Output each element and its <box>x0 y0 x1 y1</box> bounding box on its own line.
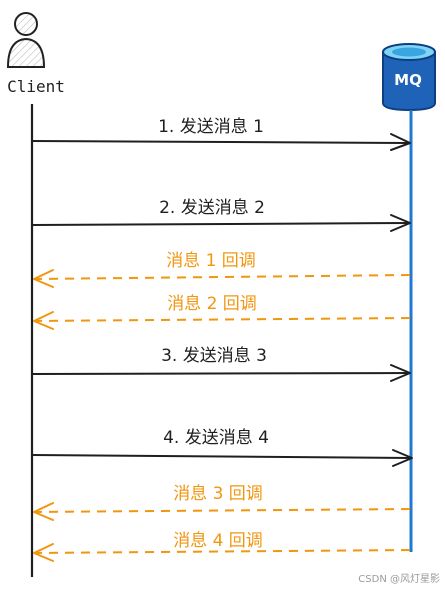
callback-arrow-3 <box>33 502 411 521</box>
user-icon <box>6 12 46 68</box>
mq-label: MQ <box>394 71 422 89</box>
callback-label-4: 消息 4 回调 <box>173 531 263 551</box>
watermark: CSDN @风灯星影 <box>358 573 440 585</box>
callback-arrow-4 <box>33 543 411 562</box>
message-label-3: 3. 发送消息 3 <box>161 346 267 366</box>
message-label-1: 1. 发送消息 1 <box>158 117 264 137</box>
database-icon <box>382 43 436 112</box>
callback-arrow-2 <box>33 311 411 330</box>
message-arrow-4 <box>32 449 413 467</box>
message-label-2: 2. 发送消息 2 <box>159 198 265 218</box>
message-arrow-2 <box>32 214 411 232</box>
callback-label-2: 消息 2 回调 <box>167 294 257 314</box>
client-label: Client <box>7 77 65 96</box>
callback-arrow-1 <box>33 269 411 288</box>
callback-label-1: 消息 1 回调 <box>166 251 256 271</box>
message-arrow-1 <box>32 133 411 151</box>
message-arrow-3 <box>32 364 411 382</box>
message-label-4: 4. 发送消息 4 <box>163 428 269 448</box>
callback-label-3: 消息 3 回调 <box>173 484 263 504</box>
